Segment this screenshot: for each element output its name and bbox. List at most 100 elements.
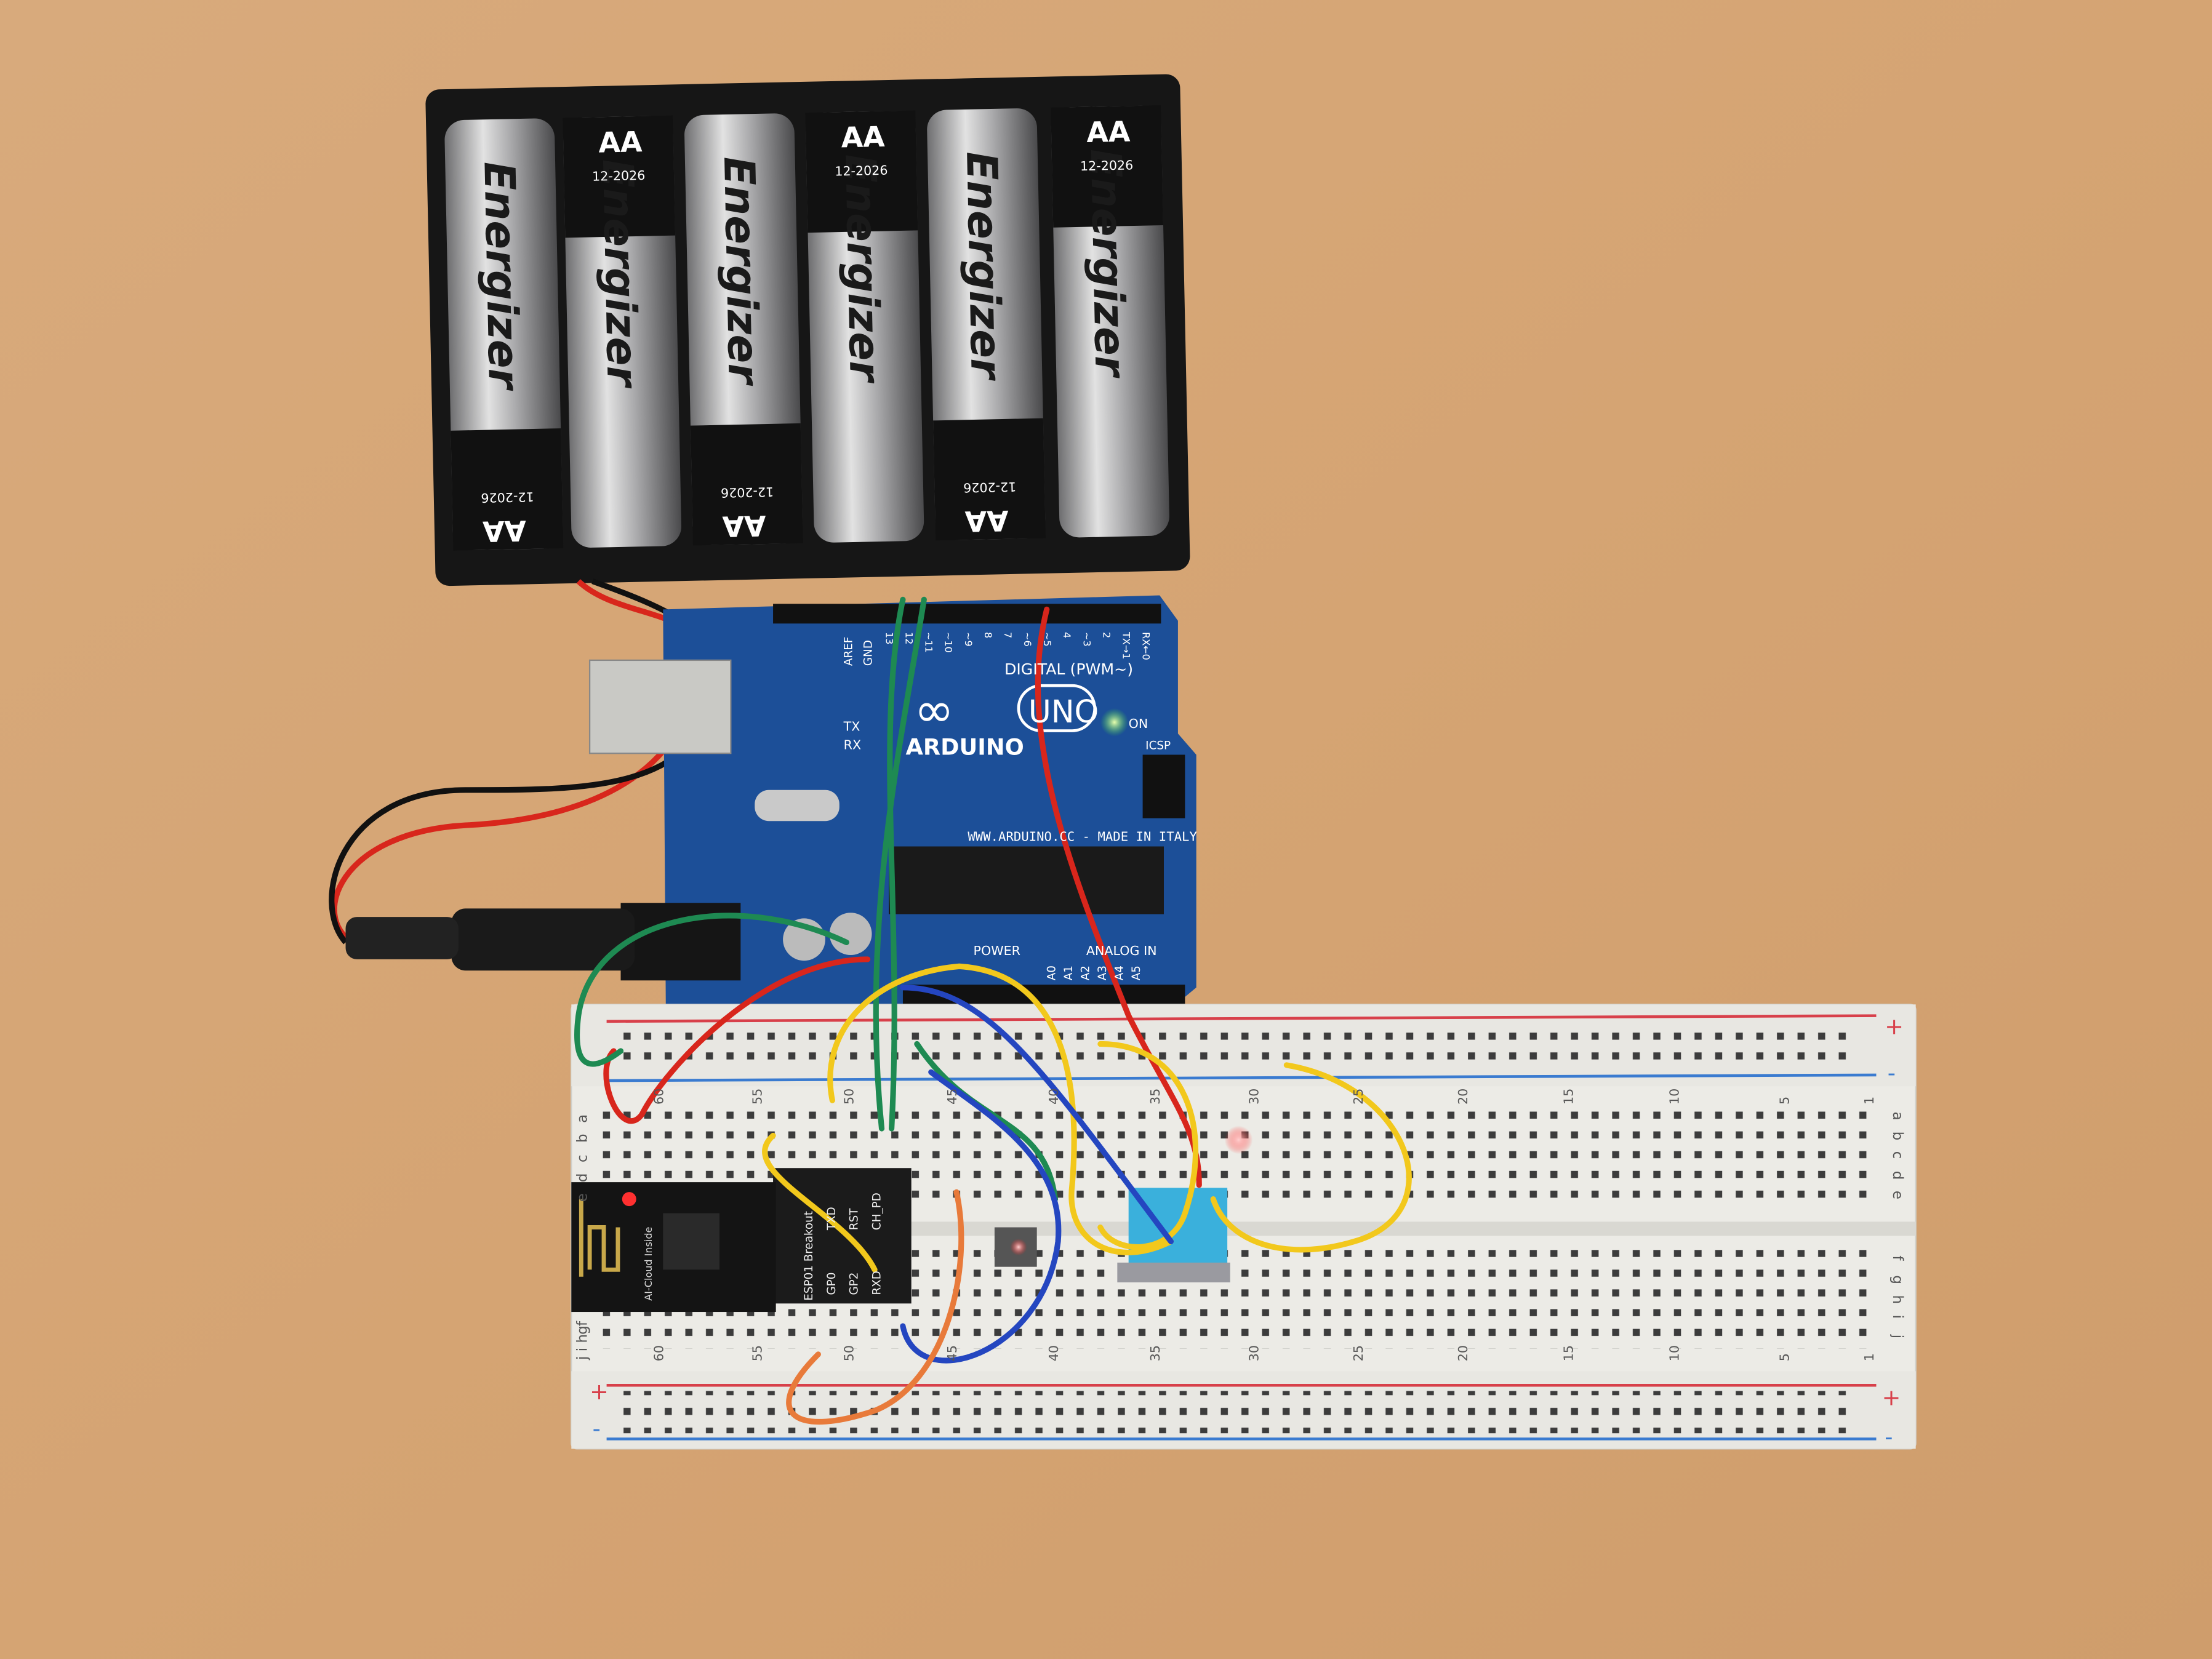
battery-brand: Energizer	[956, 151, 1011, 382]
column-number: 50	[842, 1089, 857, 1105]
top-power-rail-holes	[620, 1026, 1848, 1069]
column-number: 45	[945, 1089, 960, 1105]
column-number: 55	[750, 1089, 765, 1105]
battery-brand: Energizer	[593, 159, 647, 390]
digital-pin-label: 4	[1061, 632, 1073, 638]
column-number: 10	[1667, 1089, 1682, 1105]
rail-plus-top: +	[1885, 1013, 1904, 1039]
top-rail-red-line	[606, 1014, 1877, 1023]
tx-label: TX	[843, 719, 860, 734]
digital-pin-label: ~11	[923, 632, 935, 653]
column-number: 35	[1148, 1089, 1163, 1105]
row-letter: c	[1889, 1151, 1905, 1159]
analog-pin-label: A2	[1079, 965, 1092, 980]
arduino-logo-infinity: ∞	[914, 683, 954, 738]
esp-pin-label: RXD	[870, 1271, 883, 1295]
digital-pin-label: ~10	[943, 632, 955, 653]
arduino-labels: ARDUINO UNO DIGITAL (PWM~) ON TX RX AREF…	[842, 631, 1197, 980]
power-plug	[451, 908, 635, 971]
column-number: 15	[1561, 1089, 1576, 1105]
arduino-uno-board: ∞	[345, 595, 1196, 1013]
breadboard-labels: + - + - + - 6060555550504545404035353030…	[575, 1013, 1905, 1450]
blue-jumper-wire	[900, 985, 1174, 1245]
battery-size: AA	[841, 120, 886, 154]
usb-connector	[588, 659, 732, 754]
row-letter: f	[1889, 1255, 1905, 1261]
arduino-model-label: UNO	[1028, 694, 1099, 730]
icsp-label: ICSP	[1145, 739, 1171, 752]
digital-pin-label: 7	[1002, 632, 1014, 638]
esp-chip	[663, 1213, 719, 1270]
column-number: 1	[1862, 1353, 1877, 1361]
battery-date: 12-2026	[963, 479, 1017, 495]
row-letter: j	[575, 1356, 591, 1361]
analog-pin-label: A4	[1113, 965, 1126, 980]
column-number: 25	[1351, 1089, 1366, 1105]
row-letter: g	[1889, 1275, 1905, 1284]
digital-header	[773, 604, 1161, 624]
rail-plus-bottom: +	[1882, 1384, 1901, 1410]
battery-date: 12-2026	[721, 484, 774, 500]
digital-pin-label: TX→1	[1121, 631, 1132, 659]
row-letter: j	[1889, 1334, 1905, 1338]
digital-pin-label: 8	[982, 632, 994, 638]
column-number: 50	[842, 1345, 857, 1361]
battery-date: 12-2026	[835, 163, 888, 179]
analog-pin-label: A1	[1062, 965, 1075, 980]
esp-pin-label: GP2	[848, 1273, 861, 1295]
green-jumper-wire	[574, 913, 849, 1067]
row-letter: g	[575, 1325, 591, 1335]
on-led	[1100, 708, 1129, 737]
row-letter: b	[575, 1133, 591, 1143]
digital-pin-label: RX←0	[1140, 632, 1152, 660]
blue-jumper-wire	[900, 1069, 1062, 1364]
column-number: 35	[1148, 1345, 1163, 1361]
column-number: 1	[1862, 1097, 1877, 1105]
digital-pin-label: ~3	[1081, 632, 1092, 647]
analog-pin-label: A5	[1130, 965, 1143, 980]
plug-strain-relief	[345, 917, 459, 959]
row-letter: h	[575, 1334, 591, 1343]
digital-pin-label: ~6	[1022, 632, 1033, 647]
red-jumper-wire	[603, 956, 871, 1124]
row-letter: e	[575, 1193, 591, 1202]
esp-pin-label: RST	[848, 1208, 861, 1230]
battery-size: AA	[1086, 115, 1131, 149]
column-number: 60	[651, 1089, 666, 1105]
rail-minus-top: -	[1888, 1060, 1896, 1086]
rail-minus-bottom: -	[1885, 1424, 1893, 1450]
column-number: 20	[1456, 1089, 1470, 1105]
column-number: 20	[1456, 1345, 1470, 1361]
column-number: 40	[1046, 1345, 1061, 1361]
column-number: 10	[1667, 1345, 1682, 1361]
esp-pin-label: TXD	[825, 1207, 838, 1231]
column-number: 5	[1777, 1353, 1792, 1361]
icsp-header	[1142, 754, 1185, 818]
esp-breakout-label: ESP01 Breakout	[803, 1211, 815, 1301]
column-number: 30	[1247, 1089, 1262, 1105]
column-number: 5	[1777, 1097, 1792, 1105]
aref-label: AREF	[842, 637, 855, 666]
column-number: 55	[750, 1345, 765, 1361]
rail-plus-bottom-left: +	[590, 1378, 609, 1405]
battery-date: 12-2026	[481, 489, 534, 505]
row-letter: i	[575, 1348, 591, 1351]
digital-pin-label: 13	[883, 632, 895, 644]
yellow-jumper-wire	[1097, 1041, 1199, 1250]
row-letter: b	[1889, 1132, 1905, 1141]
battery-date: 12-2026	[592, 168, 646, 184]
orange-jumper-wire	[786, 1189, 964, 1425]
power-label: POWER	[974, 943, 1020, 958]
on-label: ON	[1129, 716, 1148, 731]
antenna-trace	[579, 1199, 620, 1277]
column-number: 40	[1046, 1089, 1061, 1105]
gnd-label: GND	[862, 640, 875, 666]
red-indicator-glow	[1224, 1125, 1253, 1154]
battery-size: AA	[598, 125, 643, 159]
